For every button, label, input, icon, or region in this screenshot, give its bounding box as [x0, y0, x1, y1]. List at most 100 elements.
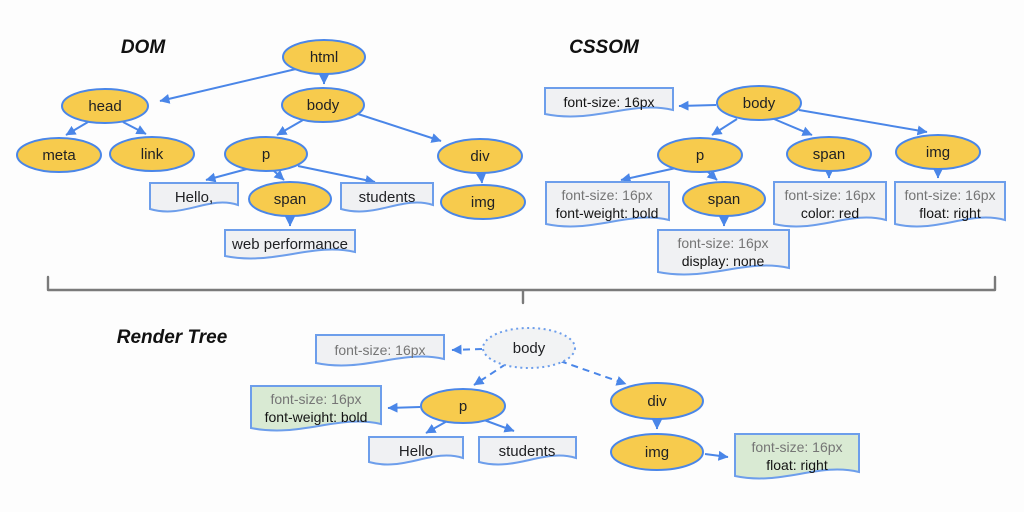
- cssom-node-body: body: [716, 85, 802, 121]
- cssom-rule-span-line1: font-size: 16px: [784, 187, 875, 203]
- dom-node-meta-label: meta: [42, 147, 76, 164]
- dom-node-head-label: head: [88, 98, 121, 115]
- cssom-node-img-label: img: [926, 144, 950, 161]
- cssom-rule-span: font-size: 16px color: red: [773, 181, 887, 228]
- cssom-rule-p-span: font-size: 16px display: none: [657, 229, 790, 276]
- dom-textnode-web-performance: web performance: [224, 229, 356, 260]
- arrow-head-meta: [65, 121, 89, 136]
- cssom-node-span-label: span: [813, 146, 846, 163]
- dom-node-body: body: [281, 87, 365, 123]
- dom-node-p: p: [224, 136, 308, 172]
- cssom-rule-body: font-size: 16px: [544, 87, 674, 118]
- cssom-rule-p-line1: font-size: 16px: [561, 187, 652, 203]
- cssom-rule-img-box: [894, 181, 1006, 228]
- render-rule-body: font-size: 16px: [315, 334, 445, 367]
- dom-node-p-shape: [224, 136, 308, 172]
- cssom-node-img: img: [895, 134, 981, 170]
- cssom-node-p-span-shape: [682, 181, 766, 217]
- arrow-render-body-div: [559, 360, 627, 386]
- arrow-cssom-body-rule: [678, 100, 717, 111]
- cssom-rule-p: font-size: 16px font-weight: bold: [545, 181, 670, 228]
- dom-node-meta: meta: [16, 137, 102, 173]
- arrow-cssom-body-p: [711, 118, 738, 136]
- render-textnode-hello-label: Hello: [399, 443, 433, 460]
- cssom-node-p-label: p: [696, 147, 704, 164]
- arrow-cssom-body-img: [798, 109, 928, 136]
- arrow-p-span: [273, 169, 285, 181]
- render-textnode-hello-box: [368, 436, 464, 466]
- dom-node-p-label: p: [262, 146, 270, 163]
- cssom-node-img-shape: [895, 134, 981, 170]
- dom-node-html: html: [282, 39, 366, 75]
- render-textnode-students-label: students: [499, 443, 556, 460]
- render-title: Render Tree: [117, 327, 228, 348]
- combine-brace: [46, 275, 997, 305]
- dom-node-img-label: img: [471, 194, 495, 211]
- dom-title: DOM: [121, 37, 167, 58]
- render-node-p: p: [420, 388, 506, 424]
- arrow-render-body-rule: [451, 344, 483, 355]
- render-node-img-label: img: [645, 444, 669, 461]
- cssom-rule-p-line2: font-weight: bold: [556, 205, 659, 221]
- arrow-render-p-students: [483, 419, 515, 433]
- cssom-node-span: span: [786, 136, 872, 172]
- dom-textnode-students-box: [340, 182, 434, 213]
- dom-node-link: link: [109, 136, 195, 172]
- render-rule-img-line2: float: right: [766, 457, 828, 473]
- render-rule-p: font-size: 16px font-weight: bold: [250, 385, 382, 432]
- arrow-body-div: [357, 113, 442, 143]
- render-node-div-label: div: [647, 393, 667, 410]
- dom-textnode-web-performance-label: web performance: [231, 236, 348, 253]
- dom-node-span-label: span: [274, 191, 307, 208]
- render-tree: Render Tree body p div img: [117, 327, 860, 480]
- render-rule-body-line1: font-size: 16px: [334, 342, 425, 358]
- cssom-node-p-shape: [657, 137, 743, 173]
- arrow-render-p-rule: [387, 402, 421, 413]
- arrow-cssom-body-span: [773, 118, 813, 136]
- cssom-node-p-span-label: span: [708, 191, 741, 208]
- cssom-rule-span-line2: color: red: [801, 205, 859, 221]
- dom-node-div-shape: [437, 138, 523, 174]
- dom-node-body-shape: [281, 87, 365, 123]
- render-rule-img-box: [734, 433, 860, 480]
- dom-node-span: span: [248, 181, 332, 217]
- cssom-node-body-shape: [716, 85, 802, 121]
- render-node-body-label: body: [513, 340, 546, 357]
- cssom-rule-p-span-line1: font-size: 16px: [677, 235, 768, 251]
- dom-node-html-label: html: [310, 49, 338, 66]
- cssom-rule-p-box: [545, 181, 670, 228]
- arrow-div-img: [476, 172, 487, 184]
- cssom-tree: CSSOM body p span img span: [544, 37, 1006, 276]
- cssom-rule-img-line1: font-size: 16px: [904, 187, 995, 203]
- render-rule-p-box: [250, 385, 382, 432]
- cssom-rule-img-line2: float: right: [919, 205, 981, 221]
- render-textnode-students-box: [478, 436, 577, 466]
- dom-node-img-shape: [440, 184, 526, 220]
- render-textnode-hello: Hello: [368, 436, 464, 466]
- dom-textnode-hello-label: Hello,: [175, 189, 213, 206]
- dom-node-img: img: [440, 184, 526, 220]
- cssom-rule-p-span-line2: display: none: [682, 253, 765, 269]
- render-node-body: body: [482, 327, 576, 369]
- render-rule-body-box: [315, 334, 445, 367]
- arrow-body-p: [276, 119, 304, 136]
- render-node-body-shape: [482, 327, 576, 369]
- render-textnode-students: students: [478, 436, 577, 466]
- render-rule-p-line1: font-size: 16px: [270, 391, 361, 407]
- render-rule-p-line2: font-weight: bold: [265, 409, 368, 425]
- cssom-rule-span-box: [773, 181, 887, 228]
- dom-node-span-shape: [248, 181, 332, 217]
- cssom-rule-body-box: [544, 87, 674, 118]
- dom-node-meta-shape: [16, 137, 102, 173]
- cssom-node-p: p: [657, 137, 743, 173]
- arrow-render-img-rule: [704, 450, 729, 461]
- render-rule-img: font-size: 16px float: right: [734, 433, 860, 480]
- arrow-render-body-p: [473, 363, 507, 386]
- dom-node-link-label: link: [141, 146, 164, 163]
- render-node-img: img: [610, 433, 704, 471]
- dom-node-body-label: body: [307, 97, 340, 114]
- cssom-rule-p-span-box: [657, 229, 790, 276]
- arrow-head-link: [122, 121, 147, 135]
